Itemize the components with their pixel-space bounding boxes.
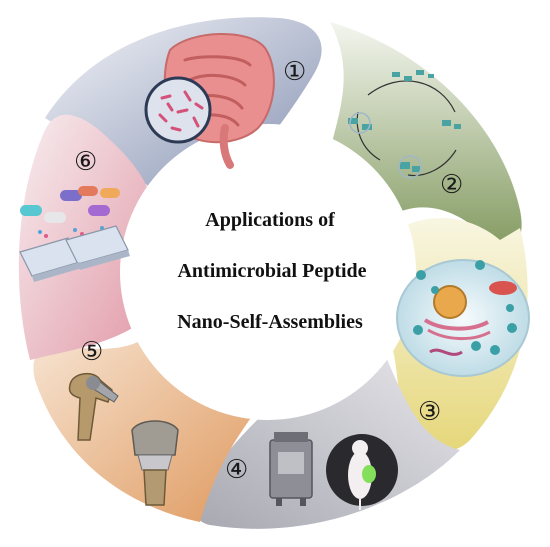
title-line-3: Nano-Self-Assemblies [177, 311, 363, 333]
hip-implant-icon [68, 373, 119, 441]
title-line-1: Applications of [205, 209, 335, 231]
segment-2-number: ② [440, 170, 463, 200]
membrane-icon [19, 225, 130, 282]
segment-4-number: ④ [225, 455, 248, 485]
segment-5-number: ⑤ [80, 337, 103, 367]
segment-6-number: ⑥ [74, 147, 97, 177]
title-line-2: Antimicrobial Peptide [177, 260, 366, 282]
title: Applications of Antimicrobial Peptide Na… [177, 209, 366, 333]
cell-icon [396, 259, 530, 377]
knee-implant-icon [131, 420, 179, 506]
mouse-icon [326, 434, 398, 510]
bacteria-magnifier-icon [144, 76, 212, 144]
segment-1-number: ① [283, 57, 306, 87]
center-circle [120, 124, 416, 420]
segment-3-number: ③ [418, 397, 441, 427]
cycle-arrows-icon [348, 70, 461, 179]
imaging-chamber-icon [269, 432, 313, 506]
